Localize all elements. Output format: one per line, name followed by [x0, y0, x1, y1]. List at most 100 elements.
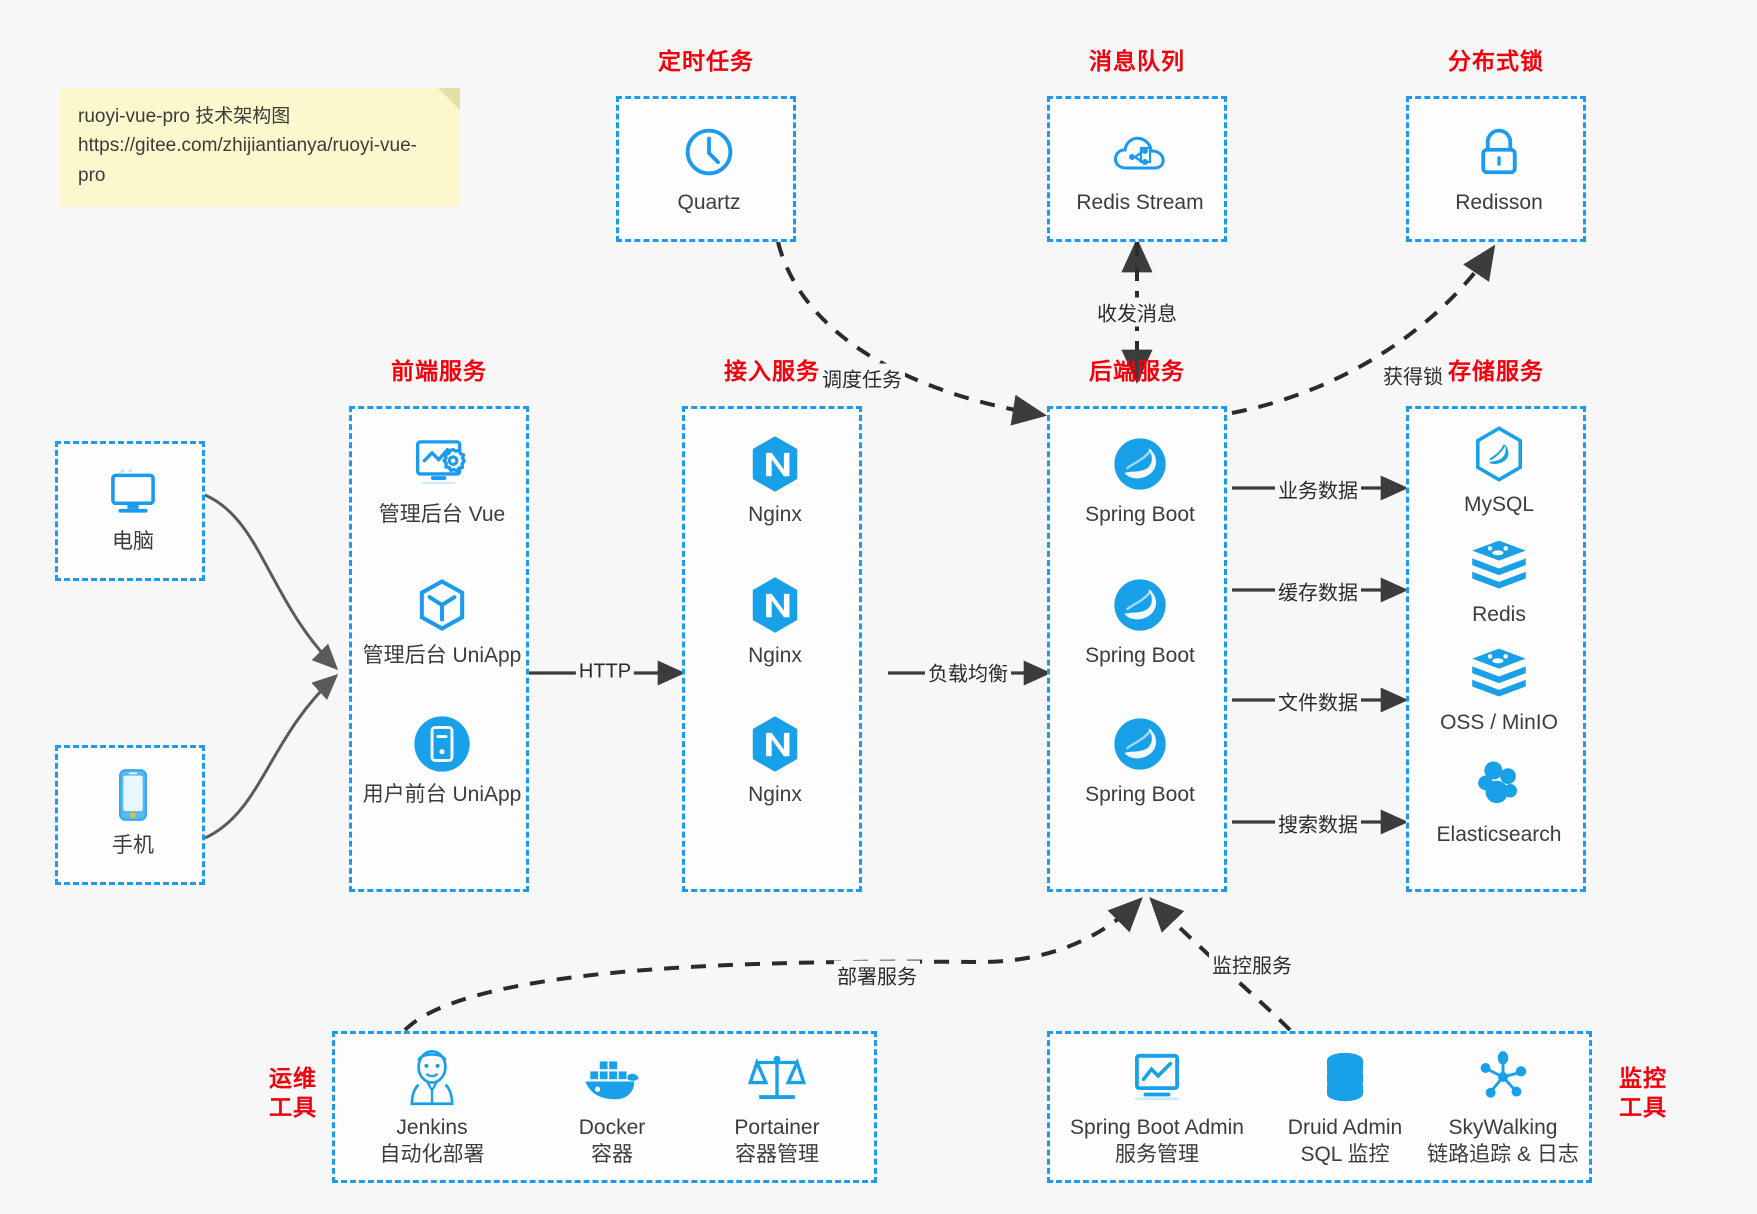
node-sublabel: SQL 监控	[1300, 1143, 1390, 1167]
group-title-storage: 存储服务	[1448, 358, 1544, 384]
spring-icon	[1050, 713, 1230, 775]
node-jenkins[interactable]: Jenkins 自动化部署	[342, 1046, 522, 1169]
nginx-icon	[685, 574, 865, 636]
client-box-mobile[interactable]: 手机	[55, 745, 205, 885]
node-label: Spring Boot	[1085, 783, 1195, 806]
node-user-uniapp[interactable]: 用户前台 UniApp	[352, 713, 532, 808]
edge-label-schedule-task: 调度任务	[819, 363, 905, 393]
edge-label-http: HTTP	[575, 660, 635, 684]
node-label: Nginx	[748, 783, 802, 806]
edge-label-acquire-lock: 获得锁	[1380, 360, 1446, 390]
client-box-desktop[interactable]: 电脑	[55, 441, 205, 581]
group-title-backend: 后端服务	[1089, 358, 1185, 384]
node-label: 手机	[112, 834, 154, 857]
group-box-gateway: Nginx Nginx Nginx	[682, 406, 862, 892]
node-redis[interactable]: Redis	[1409, 533, 1589, 628]
node-nginx-2[interactable]: Nginx	[685, 574, 865, 669]
group-title-gateway: 接入服务	[724, 358, 820, 384]
group-box-monitor: Spring Boot Admin 服务管理 Druid Admin SQL 监…	[1047, 1031, 1592, 1183]
node-label: Nginx	[748, 503, 802, 526]
node-label: SkyWalking	[1448, 1116, 1558, 1139]
group-box-frontend: 管理后台 Vue 管理后台 UniApp 用户前台 UniApp	[349, 406, 529, 892]
nginx-icon	[685, 713, 865, 775]
node-label: 管理后台 Vue	[378, 503, 506, 526]
edge-label-search-data: 搜索数据	[1275, 808, 1361, 838]
monitor-chart-icon	[1052, 1046, 1262, 1108]
node-label: Druid Admin	[1287, 1116, 1403, 1139]
node-sublabel: 服务管理	[1115, 1143, 1199, 1167]
node-label: Spring Boot Admin	[1070, 1116, 1244, 1139]
node-nginx-1[interactable]: Nginx	[685, 433, 865, 528]
edge-label-cache-data: 缓存数据	[1275, 576, 1361, 606]
node-skywalking[interactable]: SkyWalking 链路追踪 & 日志	[1398, 1046, 1608, 1169]
group-title-devops-line1: 运维	[269, 1065, 317, 1091]
node-label: Spring Boot	[1085, 644, 1195, 667]
node-docker[interactable]: Docker 容器	[522, 1046, 702, 1169]
node-admin-vue[interactable]: 管理后台 Vue	[352, 433, 532, 528]
node-spring-boot-admin[interactable]: Spring Boot Admin 服务管理	[1052, 1046, 1262, 1169]
node-label: Quartz	[677, 191, 741, 214]
group-title-monitor-line2: 工具	[1619, 1093, 1667, 1120]
node-label: MySQL	[1463, 493, 1534, 516]
edge-label-load-balance: 负载均衡	[925, 657, 1011, 687]
node-mysql[interactable]: MySQL	[1409, 423, 1589, 518]
group-title-distributed-lock: 分布式锁	[1448, 48, 1544, 74]
edge-label-business-data: 业务数据	[1275, 474, 1361, 504]
node-sublabel: 链路追踪 & 日志	[1427, 1143, 1579, 1167]
node-nginx-3[interactable]: Nginx	[685, 713, 865, 808]
node-label: 用户前台 UniApp	[362, 783, 522, 806]
lock-icon	[1409, 121, 1589, 183]
node-portainer[interactable]: Portainer 容器管理	[687, 1046, 867, 1169]
group-title-frontend: 前端服务	[391, 358, 487, 384]
node-label: Elasticsearch	[1436, 823, 1562, 846]
node-label: Jenkins	[396, 1116, 468, 1139]
edge-label-send-receive-message: 收发消息	[1094, 297, 1180, 327]
dashboard-gear-icon	[352, 433, 532, 495]
node-label: Docker	[578, 1116, 646, 1139]
group-box-scheduled-task: Quartz	[616, 96, 796, 242]
node-redis-stream[interactable]: Redis Stream	[1050, 121, 1230, 216]
clock-icon	[619, 121, 799, 183]
node-spring-boot-3[interactable]: Spring Boot	[1050, 713, 1230, 808]
node-oss-minio[interactable]: OSS / MinIO	[1409, 641, 1589, 736]
node-label: Nginx	[748, 644, 802, 667]
note-fold-corner	[438, 88, 460, 110]
portainer-icon	[687, 1046, 867, 1108]
node-spring-boot-2[interactable]: Spring Boot	[1050, 574, 1230, 669]
note-url: https://gitee.com/zhijiantianya/ruoyi-vu…	[78, 135, 417, 186]
node-spring-boot-1[interactable]: Spring Boot	[1050, 433, 1230, 528]
node-label: Redisson	[1455, 191, 1543, 214]
node-label: Redis Stream	[1076, 191, 1204, 214]
docker-icon	[522, 1046, 702, 1108]
node-mobile: 手机	[43, 764, 223, 859]
note-title: ruoyi-vue-pro 技术架构图	[78, 106, 291, 127]
spring-icon	[1050, 574, 1230, 636]
nginx-icon	[685, 433, 865, 495]
cube-icon	[352, 574, 532, 636]
group-title-monitor: 监控 工具	[1608, 1064, 1678, 1122]
node-sublabel: 容器管理	[735, 1143, 819, 1167]
edge-label-monitor-service: 监控服务	[1209, 949, 1295, 979]
node-label: Portainer	[734, 1116, 820, 1139]
database-icon	[1255, 1046, 1435, 1108]
node-quartz[interactable]: Quartz	[619, 121, 799, 216]
cloud-stream-icon	[1050, 121, 1230, 183]
spring-icon	[1050, 433, 1230, 495]
node-label: Redis	[1472, 603, 1526, 626]
edge-label-deploy-service: 部署服务	[834, 960, 920, 990]
node-label: OSS / MinIO	[1440, 711, 1558, 734]
oss-icon	[1409, 641, 1589, 703]
node-sublabel: 容器	[591, 1143, 633, 1167]
phone-circle-icon	[352, 713, 532, 775]
desktop-icon	[43, 460, 223, 522]
group-title-scheduled-task: 定时任务	[658, 48, 754, 74]
node-elasticsearch[interactable]: Elasticsearch	[1409, 753, 1589, 848]
skywalking-icon	[1398, 1046, 1608, 1108]
node-druid-admin[interactable]: Druid Admin SQL 监控	[1255, 1046, 1435, 1169]
mobile-icon	[43, 764, 223, 826]
node-redisson[interactable]: Redisson	[1409, 121, 1589, 216]
node-sublabel: 自动化部署	[379, 1143, 485, 1167]
group-box-backend: Spring Boot Spring Boot Spring Boot	[1047, 406, 1227, 892]
node-admin-uniapp[interactable]: 管理后台 UniApp	[352, 574, 532, 669]
